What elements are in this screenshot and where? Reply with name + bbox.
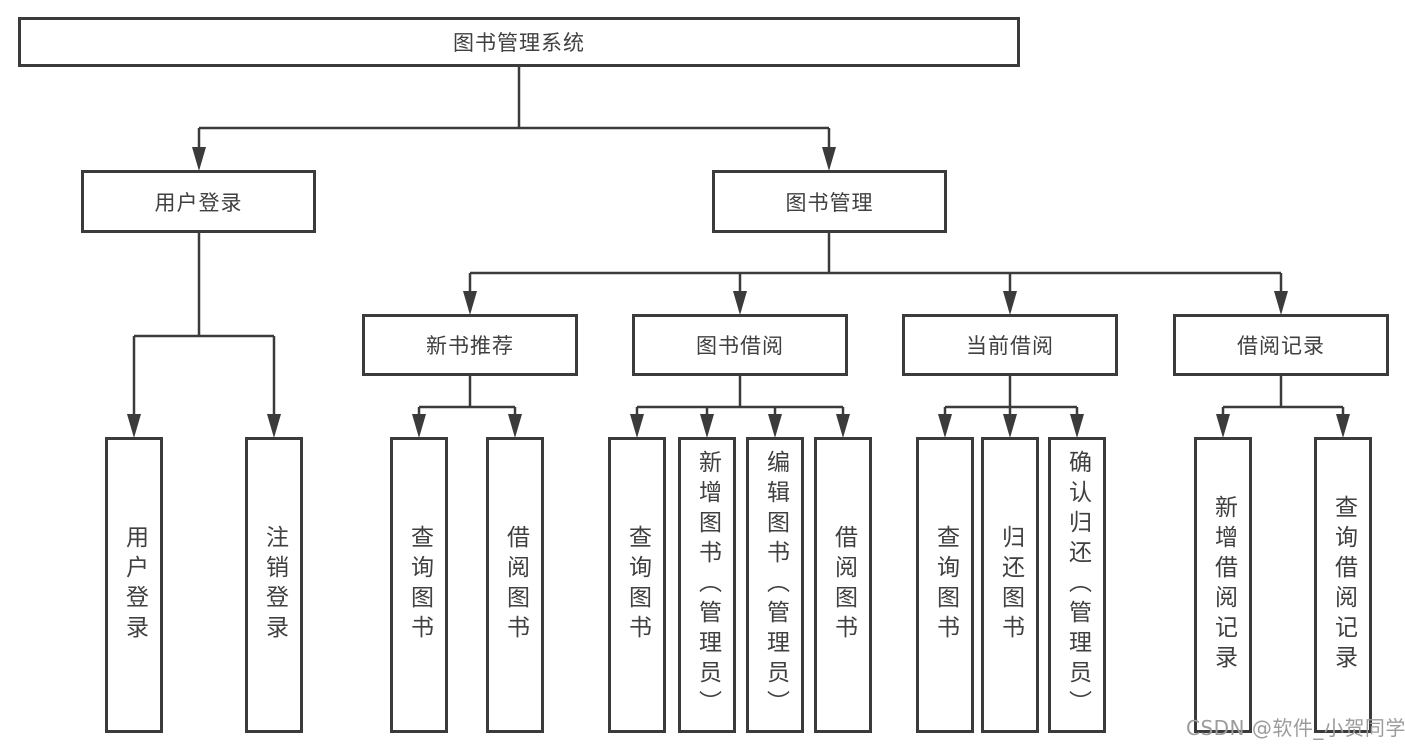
node-book-management: 图书管理 (712, 170, 947, 233)
leaf-borrow-books-borrowing: 借阅图书 (814, 437, 872, 733)
leaf-user-login: 用户登录 (105, 437, 163, 733)
node-new-book-recommend: 新书推荐 (362, 314, 578, 376)
node-borrowing-records: 借阅记录 (1173, 314, 1389, 376)
leaf-return-books: 归还图书 (981, 437, 1039, 733)
node-book-borrowing: 图书借阅 (632, 314, 848, 376)
leaf-logout: 注销登录 (245, 437, 303, 733)
node-current-borrowing: 当前借阅 (902, 314, 1118, 376)
leaf-confirm-return-admin: 确认归还（管理员） (1048, 437, 1106, 733)
node-user-login: 用户登录 (81, 170, 316, 233)
leaf-edit-book-admin: 编辑图书（管理员） (746, 437, 804, 733)
node-root: 图书管理系统 (18, 17, 1020, 67)
leaf-query-borrow-record: 查询借阅记录 (1314, 437, 1372, 733)
leaf-add-book-admin: 新增图书（管理员） (678, 437, 736, 733)
leaf-borrow-books-recommend: 借阅图书 (486, 437, 544, 733)
arrowhead-icons (127, 147, 1350, 438)
watermark: CSDN @软件_小贺同学 (1186, 716, 1405, 740)
leaf-query-books-current: 查询图书 (916, 437, 974, 733)
leaf-add-borrow-record: 新增借阅记录 (1194, 437, 1252, 733)
leaf-query-books-borrowing: 查询图书 (608, 437, 666, 733)
leaf-query-books-recommend: 查询图书 (390, 437, 448, 733)
